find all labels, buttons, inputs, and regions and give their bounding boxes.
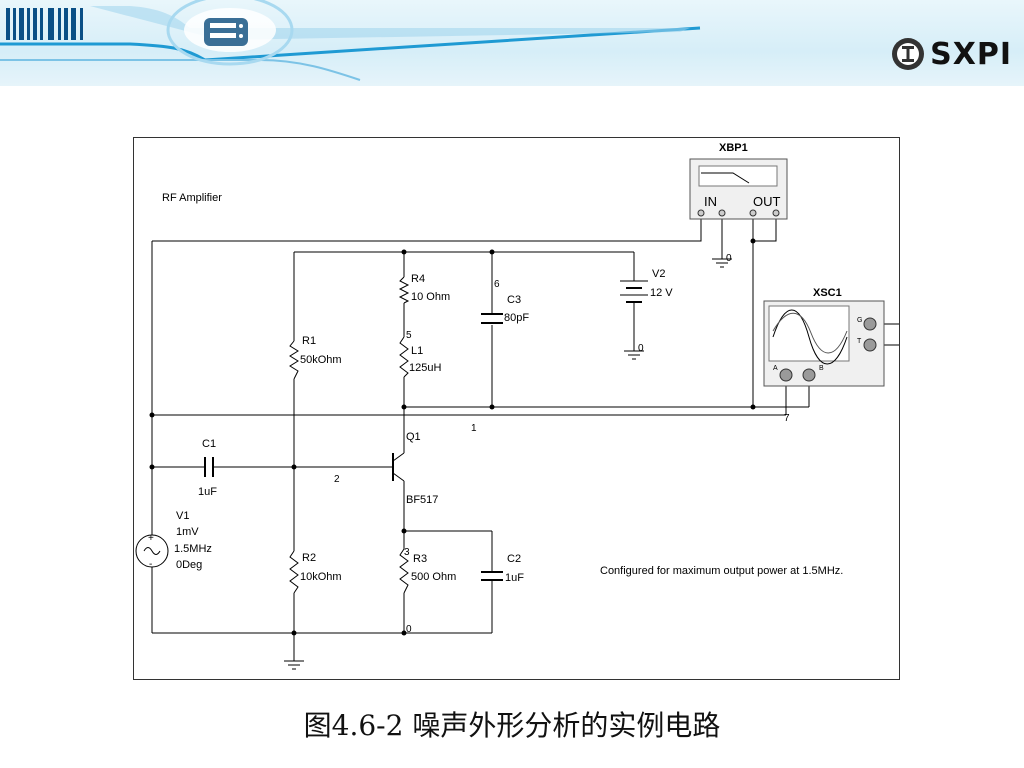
brand-name: SXPI	[930, 36, 1012, 72]
v1-amp: 1mV	[176, 526, 199, 538]
node-label: 5	[406, 330, 412, 341]
v1-name: V1	[176, 510, 189, 522]
schematic-note: Configured for maximum output power at 1…	[600, 565, 843, 577]
v2-name: V2	[652, 268, 665, 280]
c1-name: C1	[202, 438, 216, 450]
scope-t-label: T	[857, 338, 862, 345]
ac-source-v1	[135, 534, 169, 568]
banner-ring	[166, 0, 294, 66]
node-label: 3	[404, 547, 410, 558]
v1-phase: 0Deg	[176, 559, 202, 571]
oscilloscope-screen-icon	[768, 305, 850, 362]
ground-symbols	[284, 258, 732, 670]
r3-value: 500 Ohm	[411, 571, 456, 583]
resistor-r3	[399, 548, 409, 594]
l1-value: 125uH	[409, 362, 441, 374]
bode-in-label: IN	[704, 194, 717, 209]
c3-name: C3	[507, 294, 521, 306]
resistor-r4	[398, 276, 410, 304]
c2-name: C2	[507, 553, 521, 565]
inductor-l1	[399, 336, 409, 378]
capacitor-c2	[481, 571, 503, 581]
r1-value: 50kOhm	[300, 354, 342, 366]
bode-out-label: OUT	[753, 194, 781, 209]
c1-value: 1uF	[198, 486, 217, 498]
v1-freq: 1.5MHz	[174, 543, 212, 555]
node-label: 7	[784, 413, 790, 424]
circuit-schematic: + - RF Amplifier Configured for maximum …	[133, 137, 900, 680]
resistor-r1	[289, 340, 299, 380]
q1-name: Q1	[406, 431, 421, 443]
l1-name: L1	[411, 345, 423, 357]
node-label: 0	[406, 624, 412, 635]
r1-name: R1	[302, 335, 316, 347]
figure-caption: 图4.6-2 噪声外形分析的实例电路	[303, 709, 721, 742]
schematic-title: RF Amplifier	[162, 192, 222, 204]
junction-dots	[149, 238, 756, 636]
wires	[151, 219, 899, 661]
scope-a-label: A	[773, 365, 778, 372]
bode-terminals	[697, 209, 780, 217]
oscilloscope-terminals	[779, 317, 877, 382]
node-label: 0	[726, 253, 732, 264]
scope-label: XSC1	[813, 287, 842, 299]
node-label: 0	[638, 343, 644, 354]
banner-decoration	[0, 0, 701, 81]
r2-value: 10kOhm	[300, 571, 342, 583]
r4-name: R4	[411, 273, 425, 285]
scope-b-label: B	[819, 365, 824, 372]
v1-minus-sign: -	[149, 559, 152, 570]
v1-plus-sign: +	[148, 533, 154, 544]
c2-value: 1uF	[505, 572, 524, 584]
battery-v2	[620, 280, 648, 303]
brand-logo: SXPI	[890, 34, 1012, 74]
r4-value: 10 Ohm	[411, 291, 450, 303]
scope-g-label: G	[857, 317, 862, 324]
capacitor-c1	[204, 457, 214, 477]
header-banner: SXPI	[0, 0, 1024, 86]
r3-name: R3	[413, 553, 427, 565]
q1-value: BF517	[406, 494, 438, 506]
server-icon	[204, 18, 248, 46]
node-label: 6	[494, 279, 500, 290]
node-label: 1	[471, 423, 477, 434]
resistor-r2	[289, 550, 299, 594]
brand-emblem-icon	[892, 38, 925, 70]
bode-label: XBP1	[719, 142, 748, 154]
r2-name: R2	[302, 552, 316, 564]
v2-value: 12 V	[650, 287, 673, 299]
node-label: 2	[334, 474, 340, 485]
barcode-graphic	[6, 8, 83, 40]
capacitor-c3	[481, 313, 503, 324]
c3-value: 80pF	[504, 312, 529, 324]
